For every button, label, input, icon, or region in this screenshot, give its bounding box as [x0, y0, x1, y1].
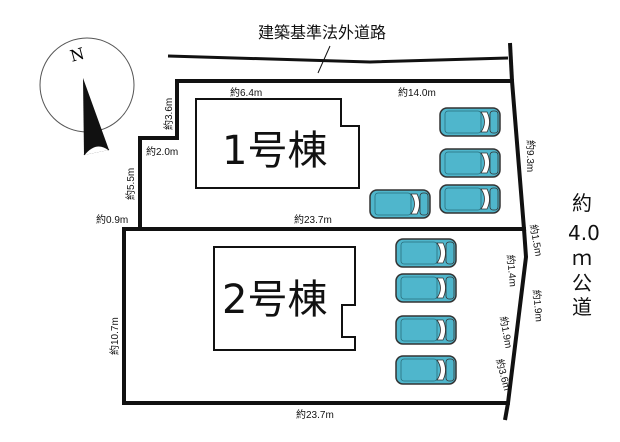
road-right-line-4: 公 [572, 271, 592, 295]
car-icon [369, 189, 431, 219]
dim-lot1-top-right: 約14.0m [398, 86, 436, 99]
car-icon [439, 184, 501, 214]
dim-lot1-top-left: 約6.4m [230, 86, 262, 99]
road-edge-line [167, 54, 509, 64]
north-compass-icon: N [39, 37, 135, 156]
road-right-line-2: 4.0 [568, 221, 600, 245]
car-icon [439, 107, 501, 137]
car-icon [395, 273, 457, 303]
car-icon [395, 315, 457, 345]
public-road-label: 約 4.0 ｍ 公 道 [568, 191, 600, 319]
car-icon [439, 148, 501, 178]
building-1-label: 1号棟 [222, 128, 327, 174]
car-icon [395, 238, 457, 268]
road-right-line-3: ｍ [572, 246, 592, 270]
dim-lot1-left-upper: 約3.6m [162, 98, 175, 130]
dim-lot1-step: 約2.0m [146, 145, 178, 158]
building-1-outline [195, 98, 360, 189]
road-top-label: 建築基準法外道路 [258, 23, 386, 42]
dim-lot1-left-lower: 約5.5m [124, 168, 137, 200]
dim-lot2-left: 約10.7m [108, 317, 121, 355]
dim-lot1-bottom: 約23.7m [294, 213, 332, 226]
dim-lot1-step-bottom: 約0.9m [96, 213, 128, 226]
building-2-label: 2号棟 [222, 277, 327, 323]
dim-lot2-right-b: 約1.9m [530, 289, 546, 322]
dim-lot2-bottom: 約23.7m [296, 408, 334, 421]
dim-lot2-right-top: 約1.5m [527, 223, 545, 257]
road-leader-line [317, 45, 331, 74]
building-2-outline [213, 246, 356, 351]
dim-lot2-right-c: 約1.9m [497, 315, 515, 349]
lot-2-boundary [122, 227, 529, 405]
dim-lot2-right-a: 約1.4m [504, 254, 520, 287]
car-icon [395, 355, 457, 385]
road-right-line-5: 道 [572, 295, 592, 319]
parking-spaces [369, 107, 501, 385]
road-edge-vertical [508, 42, 514, 82]
dim-lot1-right: 約9.3m [524, 140, 537, 172]
road-right-line-1: 約 [572, 191, 592, 215]
compass-north-label: N [68, 44, 86, 66]
right-road-edge [503, 402, 510, 421]
